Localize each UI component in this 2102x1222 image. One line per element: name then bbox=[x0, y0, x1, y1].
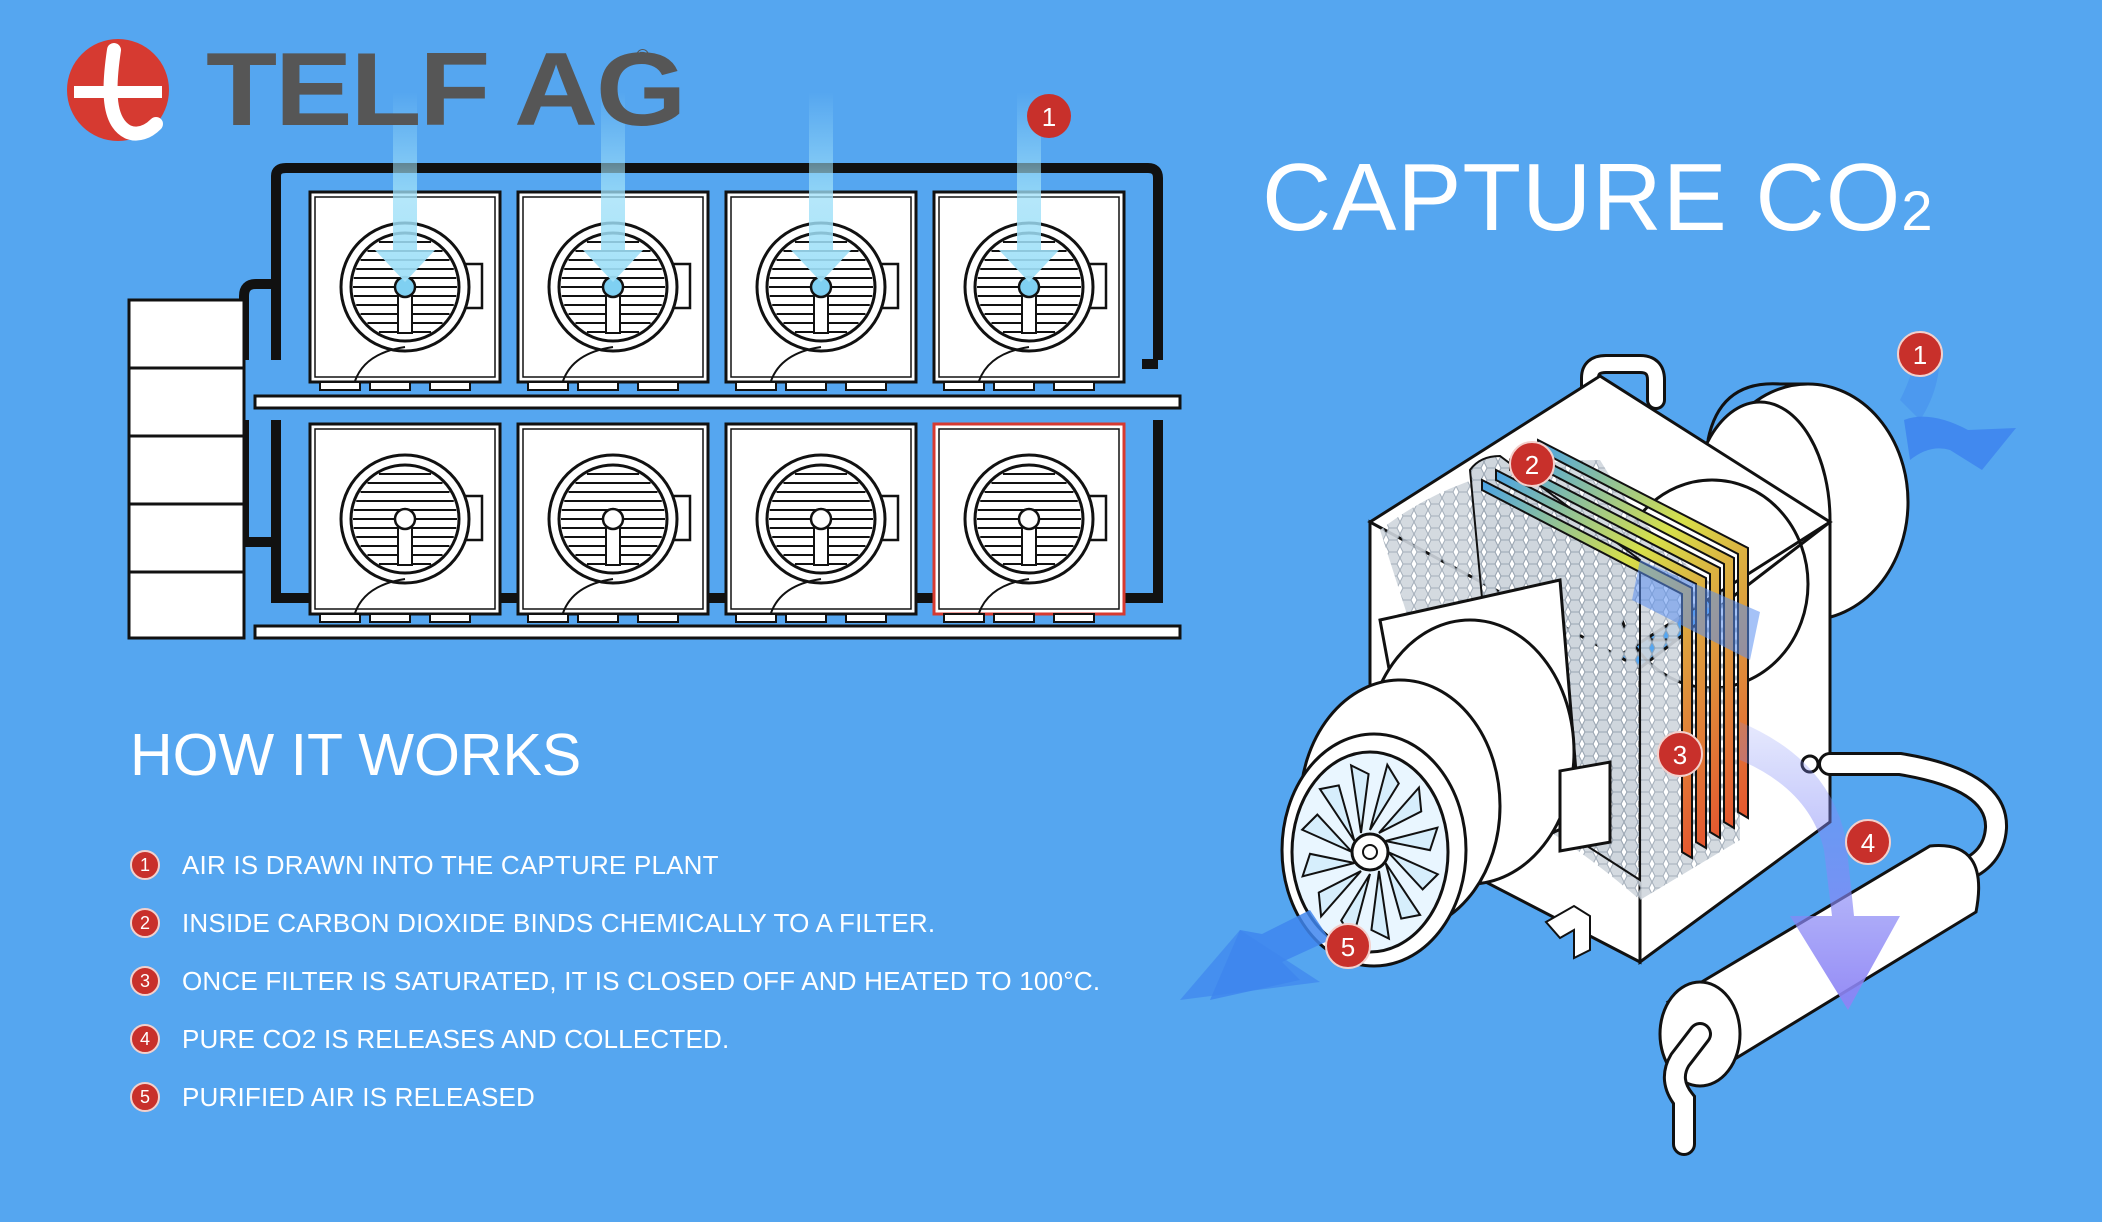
marker-intake: 1 bbox=[1897, 331, 1943, 377]
fan-blade bbox=[1387, 851, 1440, 891]
svg-text:2: 2 bbox=[1525, 450, 1539, 480]
exhaust-fan bbox=[1280, 578, 1612, 968]
step-number-badge: 5 bbox=[130, 1082, 160, 1112]
capture-unit-diagram bbox=[1180, 330, 2016, 1156]
fan-unit bbox=[308, 422, 502, 623]
marker-filter: 2 bbox=[1509, 441, 1555, 487]
fan-blade bbox=[1318, 784, 1356, 842]
registered-mark: ® bbox=[636, 46, 650, 66]
marker-collect: 4 bbox=[1845, 819, 1891, 865]
fan-blade bbox=[1369, 762, 1400, 831]
step-item: 3 ONCE FILTER IS SATURATED, IT IS CLOSED … bbox=[130, 952, 1100, 1010]
how-it-works-heading: HOW IT WORKS bbox=[130, 722, 582, 788]
fan-blade bbox=[1349, 763, 1370, 834]
step-text: INSIDE CARBON DIOXIDE BINDS CHEMICALLY T… bbox=[182, 907, 936, 938]
fan-unit bbox=[724, 92, 918, 391]
fan-unit bbox=[308, 92, 502, 391]
fan-blade bbox=[1370, 870, 1391, 941]
svg-text:1: 1 bbox=[1913, 340, 1927, 370]
step-number-badge: 2 bbox=[130, 908, 160, 938]
fan-unit bbox=[516, 422, 710, 623]
fan-blade bbox=[1378, 785, 1423, 834]
step-text: PURE CO2 IS RELEASES AND COLLECTED. bbox=[182, 1023, 730, 1054]
brand-name: TELF AG bbox=[206, 32, 686, 148]
step-number-badge: 4 bbox=[130, 1024, 160, 1054]
step-text: ONCE FILTER IS SATURATED, IT IS CLOSED O… bbox=[182, 965, 1101, 996]
fan-blade bbox=[1317, 870, 1362, 919]
fan-blade bbox=[1384, 862, 1422, 920]
telf-logo bbox=[67, 39, 169, 141]
step-text: AIR IS DRAWN INTO THE CAPTURE PLANT bbox=[182, 849, 719, 880]
title-subscript: 2 bbox=[1901, 179, 1934, 242]
svg-text:5: 5 bbox=[1341, 932, 1355, 962]
step-item: 4 PURE CO2 IS RELEASES AND COLLECTED. bbox=[130, 1010, 1100, 1068]
step-item: 5 PURIFIED AIR IS RELEASED bbox=[130, 1068, 1100, 1126]
svg-text:1: 1 bbox=[1042, 102, 1056, 132]
step-item: 2 INSIDE CARBON DIOXIDE BINDS CHEMICALLY … bbox=[130, 894, 1100, 952]
fan-blade bbox=[1385, 826, 1439, 852]
step-text: PURIFIED AIR IS RELEASED bbox=[182, 1081, 536, 1112]
step-item: 1 AIR IS DRAWN INTO THE CAPTURE PLANT bbox=[130, 836, 1100, 894]
marker-release: 5 bbox=[1325, 923, 1371, 969]
title-main: CAPTURE CO bbox=[1262, 144, 1902, 251]
fan-unit bbox=[724, 422, 918, 623]
fan-blade bbox=[1301, 852, 1355, 878]
svg-text:3: 3 bbox=[1673, 740, 1687, 770]
step-number-badge: 3 bbox=[130, 966, 160, 996]
fan-blade bbox=[1300, 813, 1353, 853]
page-title: CAPTURE CO2 bbox=[1262, 150, 1934, 246]
capture-plant-rack bbox=[127, 163, 1182, 640]
marker-plant-intake: 1 bbox=[1027, 94, 1071, 138]
svg-text:4: 4 bbox=[1861, 828, 1875, 858]
fan-unit bbox=[516, 92, 710, 391]
fan-unit bbox=[932, 422, 1126, 623]
marker-heat: 3 bbox=[1657, 731, 1703, 777]
step-number-badge: 1 bbox=[130, 850, 160, 880]
fan-unit bbox=[932, 92, 1126, 391]
steps-list: 1 AIR IS DRAWN INTO THE CAPTURE PLANT 2 IN… bbox=[130, 836, 1100, 1126]
